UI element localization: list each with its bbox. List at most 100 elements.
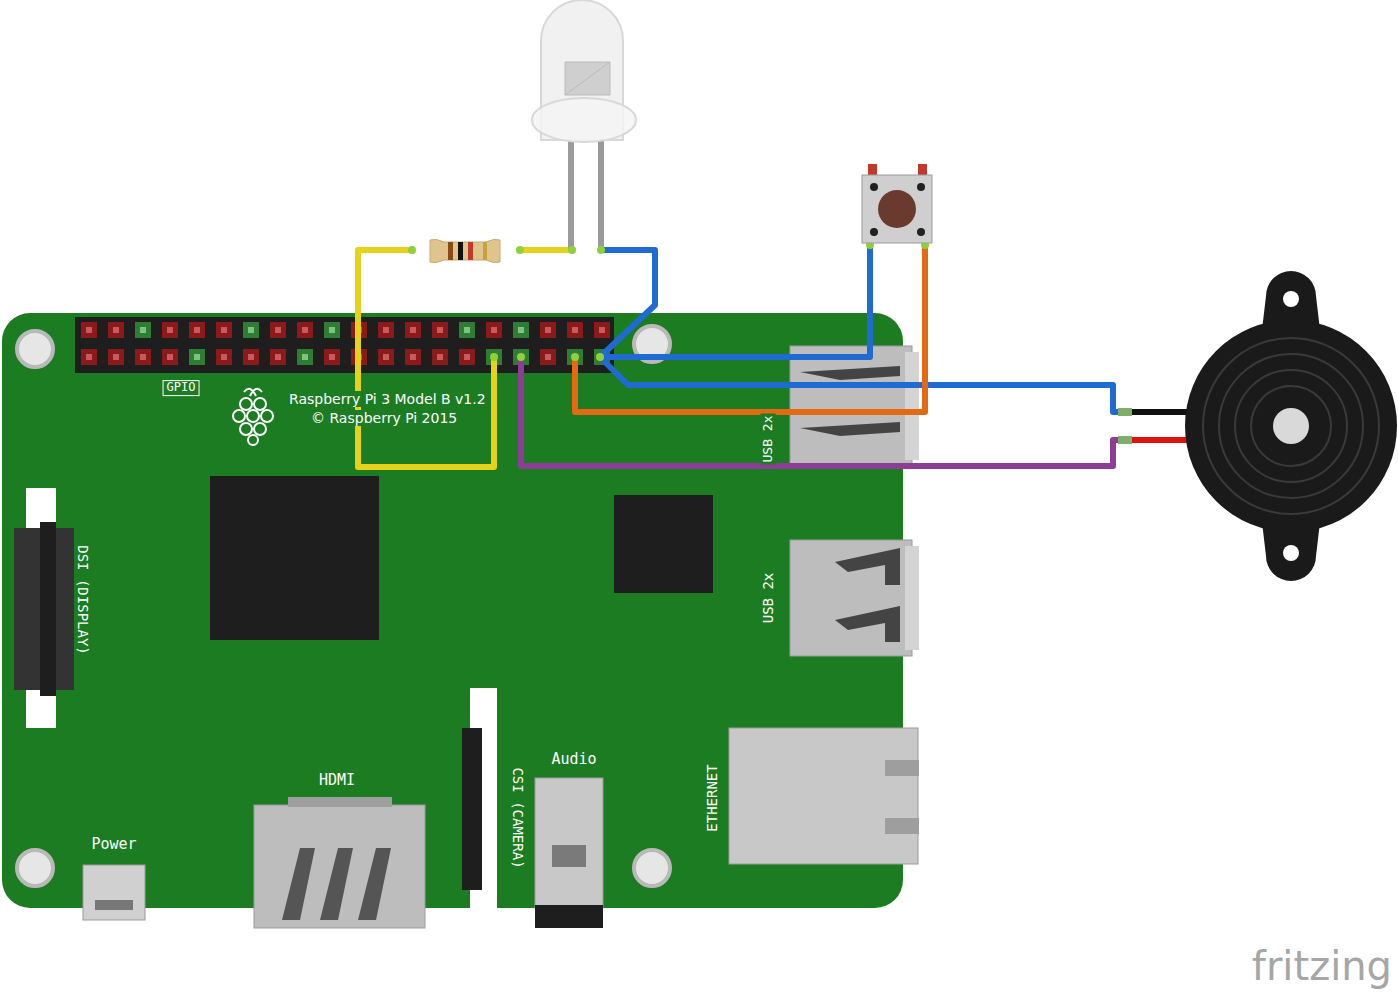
raspberry-logo-part [240, 423, 252, 435]
push-button-part [878, 190, 916, 228]
gpio-pins-part [221, 327, 227, 333]
gpio-pins-part [140, 327, 146, 333]
piezo-buzzer-part [1219, 354, 1363, 498]
gpio-pins-part [464, 354, 470, 360]
gpio-pins-part [518, 327, 524, 333]
gpio-pins-part [383, 327, 389, 333]
gpio-pins-part [108, 349, 124, 365]
resistor-symbol-part [448, 242, 453, 260]
board-label: DSI (DISPLAY) [75, 545, 91, 655]
gpio-pins-part [189, 322, 205, 338]
push-button-part [862, 175, 932, 243]
gpio-pins-part [518, 354, 524, 360]
board-label: Audio [551, 751, 596, 768]
piezo-buzzer [1118, 271, 1397, 581]
gpio-pins-part [410, 354, 416, 360]
piezo-buzzer-part [1283, 545, 1299, 561]
gpio-pins-part [486, 322, 502, 338]
audio-jack-part [535, 905, 603, 928]
wire-ends [408, 241, 929, 361]
led-part [568, 135, 574, 250]
hdmi-port [254, 797, 425, 928]
gpio-pins-part [135, 349, 151, 365]
gpio-pins-part [194, 354, 200, 360]
dsi-connector [14, 488, 74, 728]
push-button [862, 164, 932, 243]
usb-ports-part [905, 546, 919, 650]
usb-ports-part [800, 366, 900, 436]
usb-ports-part [790, 540, 912, 656]
wire-ends-part [408, 246, 416, 254]
resistor-symbol-part [468, 242, 473, 260]
piezo-buzzer-part [1283, 291, 1299, 307]
raspberry-pi-board-part [634, 850, 670, 886]
ethernet-port-part [885, 760, 919, 776]
power-port-part [83, 865, 145, 920]
gpio-pins-part [270, 322, 286, 338]
raspberry-logo-part [247, 410, 259, 422]
gpio-pins-part [599, 327, 605, 333]
wire-ends-part [516, 246, 524, 254]
gpio-pins-part [383, 354, 389, 360]
raspberry-logo-part [254, 398, 266, 410]
processor-chips-part [614, 495, 713, 593]
gpio-pins-part [491, 354, 497, 360]
gpio-pins-part [113, 327, 119, 333]
gpio-pins-part [459, 322, 475, 338]
hdmi-port-part [288, 797, 392, 807]
gpio-header-part [75, 317, 614, 373]
csi-connector [462, 688, 497, 910]
gpio-pins-part [572, 354, 578, 360]
audio-jack-part [535, 778, 603, 908]
raspberry-logo-part [261, 410, 273, 422]
board-label: USB 2x [760, 571, 776, 626]
wires-part [600, 357, 1125, 412]
gpio-pins-part [108, 322, 124, 338]
gpio-pins-part [270, 349, 286, 365]
wire-ends-part [571, 353, 579, 361]
ethernet-port-part [729, 728, 918, 864]
gpio-pins-part [275, 327, 281, 333]
board-label: ETHERNET [704, 762, 720, 833]
wire-ends-part [597, 246, 605, 254]
wires-part [520, 247, 572, 253]
piezo-buzzer-part [1118, 436, 1132, 444]
resistor-symbol-part [458, 242, 463, 260]
gpio-pins-part [162, 322, 178, 338]
gpio-pins-part [167, 327, 173, 333]
led-part [532, 98, 636, 142]
ethernet-port-part [885, 818, 919, 834]
piezo-buzzer-part [1273, 408, 1309, 444]
gpio-pins-part [432, 349, 448, 365]
gpio-pins-part [491, 327, 497, 333]
gpio-pins-part [243, 322, 259, 338]
gpio-pins-part [540, 349, 556, 365]
resistor-symbol-part [430, 239, 500, 262]
usb-ports-part [790, 346, 912, 465]
gpio-pins-part [378, 322, 394, 338]
usb-ports [790, 346, 919, 656]
raspberry-pi-board-part [17, 850, 53, 886]
gpio-pins-part [297, 322, 313, 338]
wire-ends-part [568, 246, 576, 254]
gpio-pins-part [86, 327, 92, 333]
gpio-pins-part [162, 349, 178, 365]
gpio-pins-part [410, 327, 416, 333]
wires-part [600, 250, 655, 357]
gpio-pins-part [540, 322, 556, 338]
push-button-part [870, 228, 878, 236]
gpio-pins-part [437, 354, 443, 360]
gpio-pins-part [243, 349, 259, 365]
wires-part [600, 245, 870, 357]
gpio-pins-part [140, 354, 146, 360]
push-button-part [917, 228, 925, 236]
board-label: © Raspberry Pi 2015 [309, 410, 459, 426]
resistor-symbol [430, 239, 500, 262]
led [532, 0, 636, 250]
gpio-pins-part [594, 322, 610, 338]
board-label: CSI (CAMERA) [510, 767, 526, 868]
resistor-symbol-part [483, 242, 487, 260]
gpio-pins-part [81, 349, 97, 365]
audio-jack-part [552, 845, 586, 867]
gpio-pins-part [545, 354, 551, 360]
